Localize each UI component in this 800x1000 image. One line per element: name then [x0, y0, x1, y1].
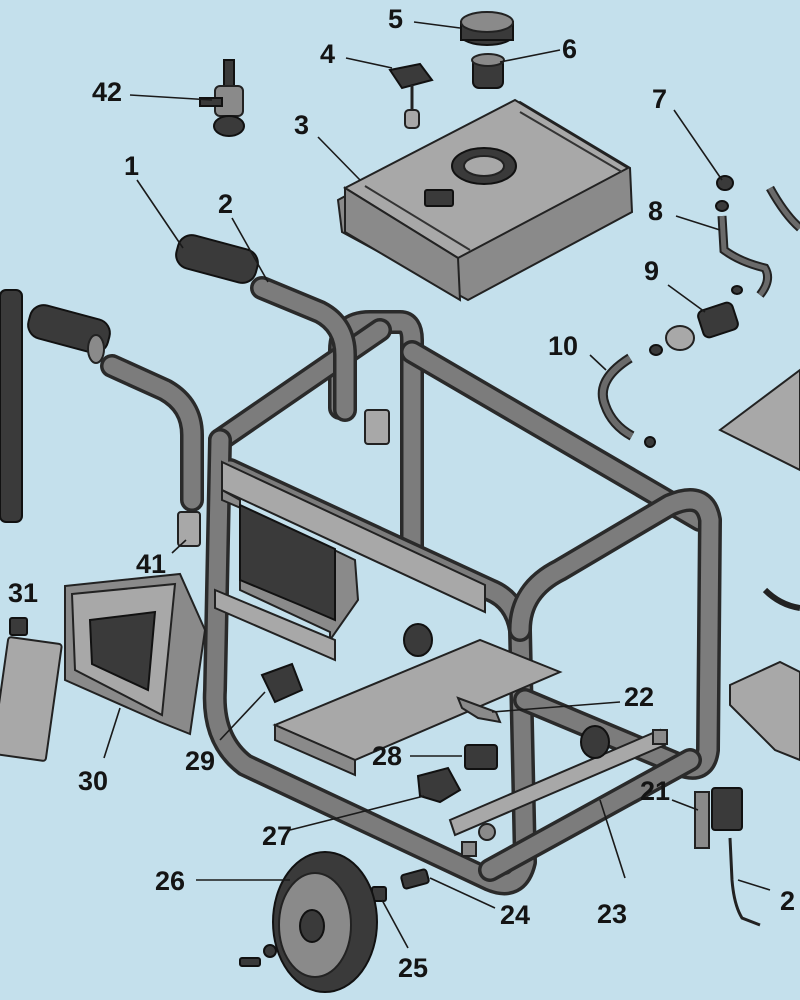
- callout-41: 41: [136, 549, 166, 579]
- ground-wire: [762, 587, 800, 611]
- callout-25: 25: [398, 953, 428, 983]
- callout-9: 9: [644, 256, 659, 286]
- fuel-gauge: [388, 62, 434, 129]
- handle-bracket: [177, 511, 201, 547]
- callout-22: 22: [624, 682, 654, 712]
- generator-frame: [202, 310, 722, 896]
- callout-6: 6: [562, 34, 577, 64]
- callout-31: 31: [8, 578, 38, 608]
- foot-mount-rear: [416, 766, 462, 804]
- callout-23: 23: [597, 899, 627, 929]
- handle-tube: [100, 276, 357, 512]
- control-box-housing: [64, 572, 207, 736]
- control-panel-board: [0, 636, 63, 762]
- callout-7: 7: [652, 84, 667, 114]
- wheel: [239, 851, 378, 993]
- callout-26: 26: [155, 866, 185, 896]
- callout-4: 4: [320, 39, 335, 69]
- mount-bracket: [456, 696, 502, 724]
- battery-bracket: [694, 787, 761, 927]
- callout-24: 24: [500, 900, 530, 930]
- foot-mount-front: [260, 662, 304, 704]
- callout-labels: 1 2 3 4 5 6 7 8 9 10 21 22 23 24 25 26 2…: [8, 4, 795, 983]
- muffler-shield: [718, 368, 800, 472]
- leader-lines: [103, 21, 771, 949]
- fuel-tank: [336, 98, 634, 302]
- control-panel-edge: [0, 289, 23, 523]
- callout-42: 42: [92, 77, 122, 107]
- fuel-strainer: [471, 53, 505, 89]
- callout-21: 21: [640, 776, 670, 806]
- fuel-cap: [460, 11, 514, 46]
- callout-5: 5: [388, 4, 403, 34]
- panel-switch: [9, 617, 28, 636]
- callout-1: 1: [124, 151, 139, 181]
- handle-grip: [27, 234, 259, 364]
- vibration-mount: [464, 744, 498, 770]
- callout-28: 28: [372, 741, 402, 771]
- callout-3: 3: [294, 110, 309, 140]
- callout-30: 30: [78, 766, 108, 796]
- callout-8: 8: [648, 196, 663, 226]
- battery-tray: [729, 660, 800, 762]
- callout-27: 27: [262, 821, 292, 851]
- fuel-valve: [199, 59, 245, 137]
- axle-bolt: [400, 868, 430, 890]
- callout-29: 29: [185, 746, 215, 776]
- callout-2: 2: [218, 189, 233, 219]
- callout-2-battery-lead: 2: [780, 886, 795, 916]
- callout-10: 10: [548, 331, 578, 361]
